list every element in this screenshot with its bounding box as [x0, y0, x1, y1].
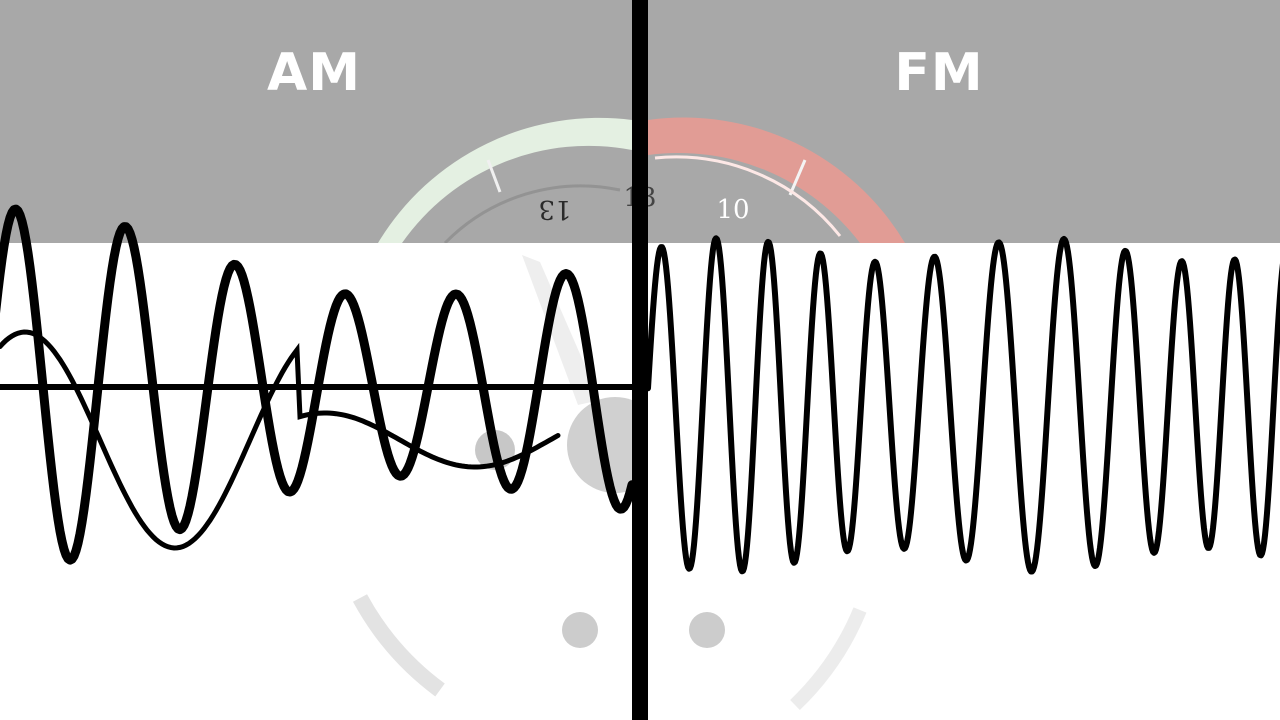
dial-knob — [562, 612, 598, 648]
dial-green-arc — [378, 117, 632, 243]
dial-red-arc — [648, 117, 905, 243]
dial-tick — [486, 159, 502, 193]
dial-knob — [689, 612, 725, 648]
fm-title: FM — [894, 43, 984, 103]
panel-divider — [632, 0, 648, 720]
am-waveforms — [0, 204, 632, 565]
dial-lower-arc — [352, 594, 445, 697]
fm-modulated-carrier — [648, 235, 1280, 575]
dial-lower-arc — [790, 607, 867, 711]
fm-header-band — [648, 0, 1280, 243]
fm-waveforms — [648, 235, 1280, 575]
am-modulated-carrier — [0, 204, 632, 565]
am-title: AM — [267, 43, 361, 103]
dial-label: 10 — [716, 195, 749, 225]
am-header-band — [0, 0, 632, 243]
dial-knob — [567, 397, 632, 493]
dial-needle — [522, 255, 600, 405]
dial-tick — [788, 159, 807, 196]
dial-inner-arc — [654, 155, 842, 237]
dial-inner-arc — [443, 184, 621, 243]
dial-label: 13 — [538, 194, 571, 224]
